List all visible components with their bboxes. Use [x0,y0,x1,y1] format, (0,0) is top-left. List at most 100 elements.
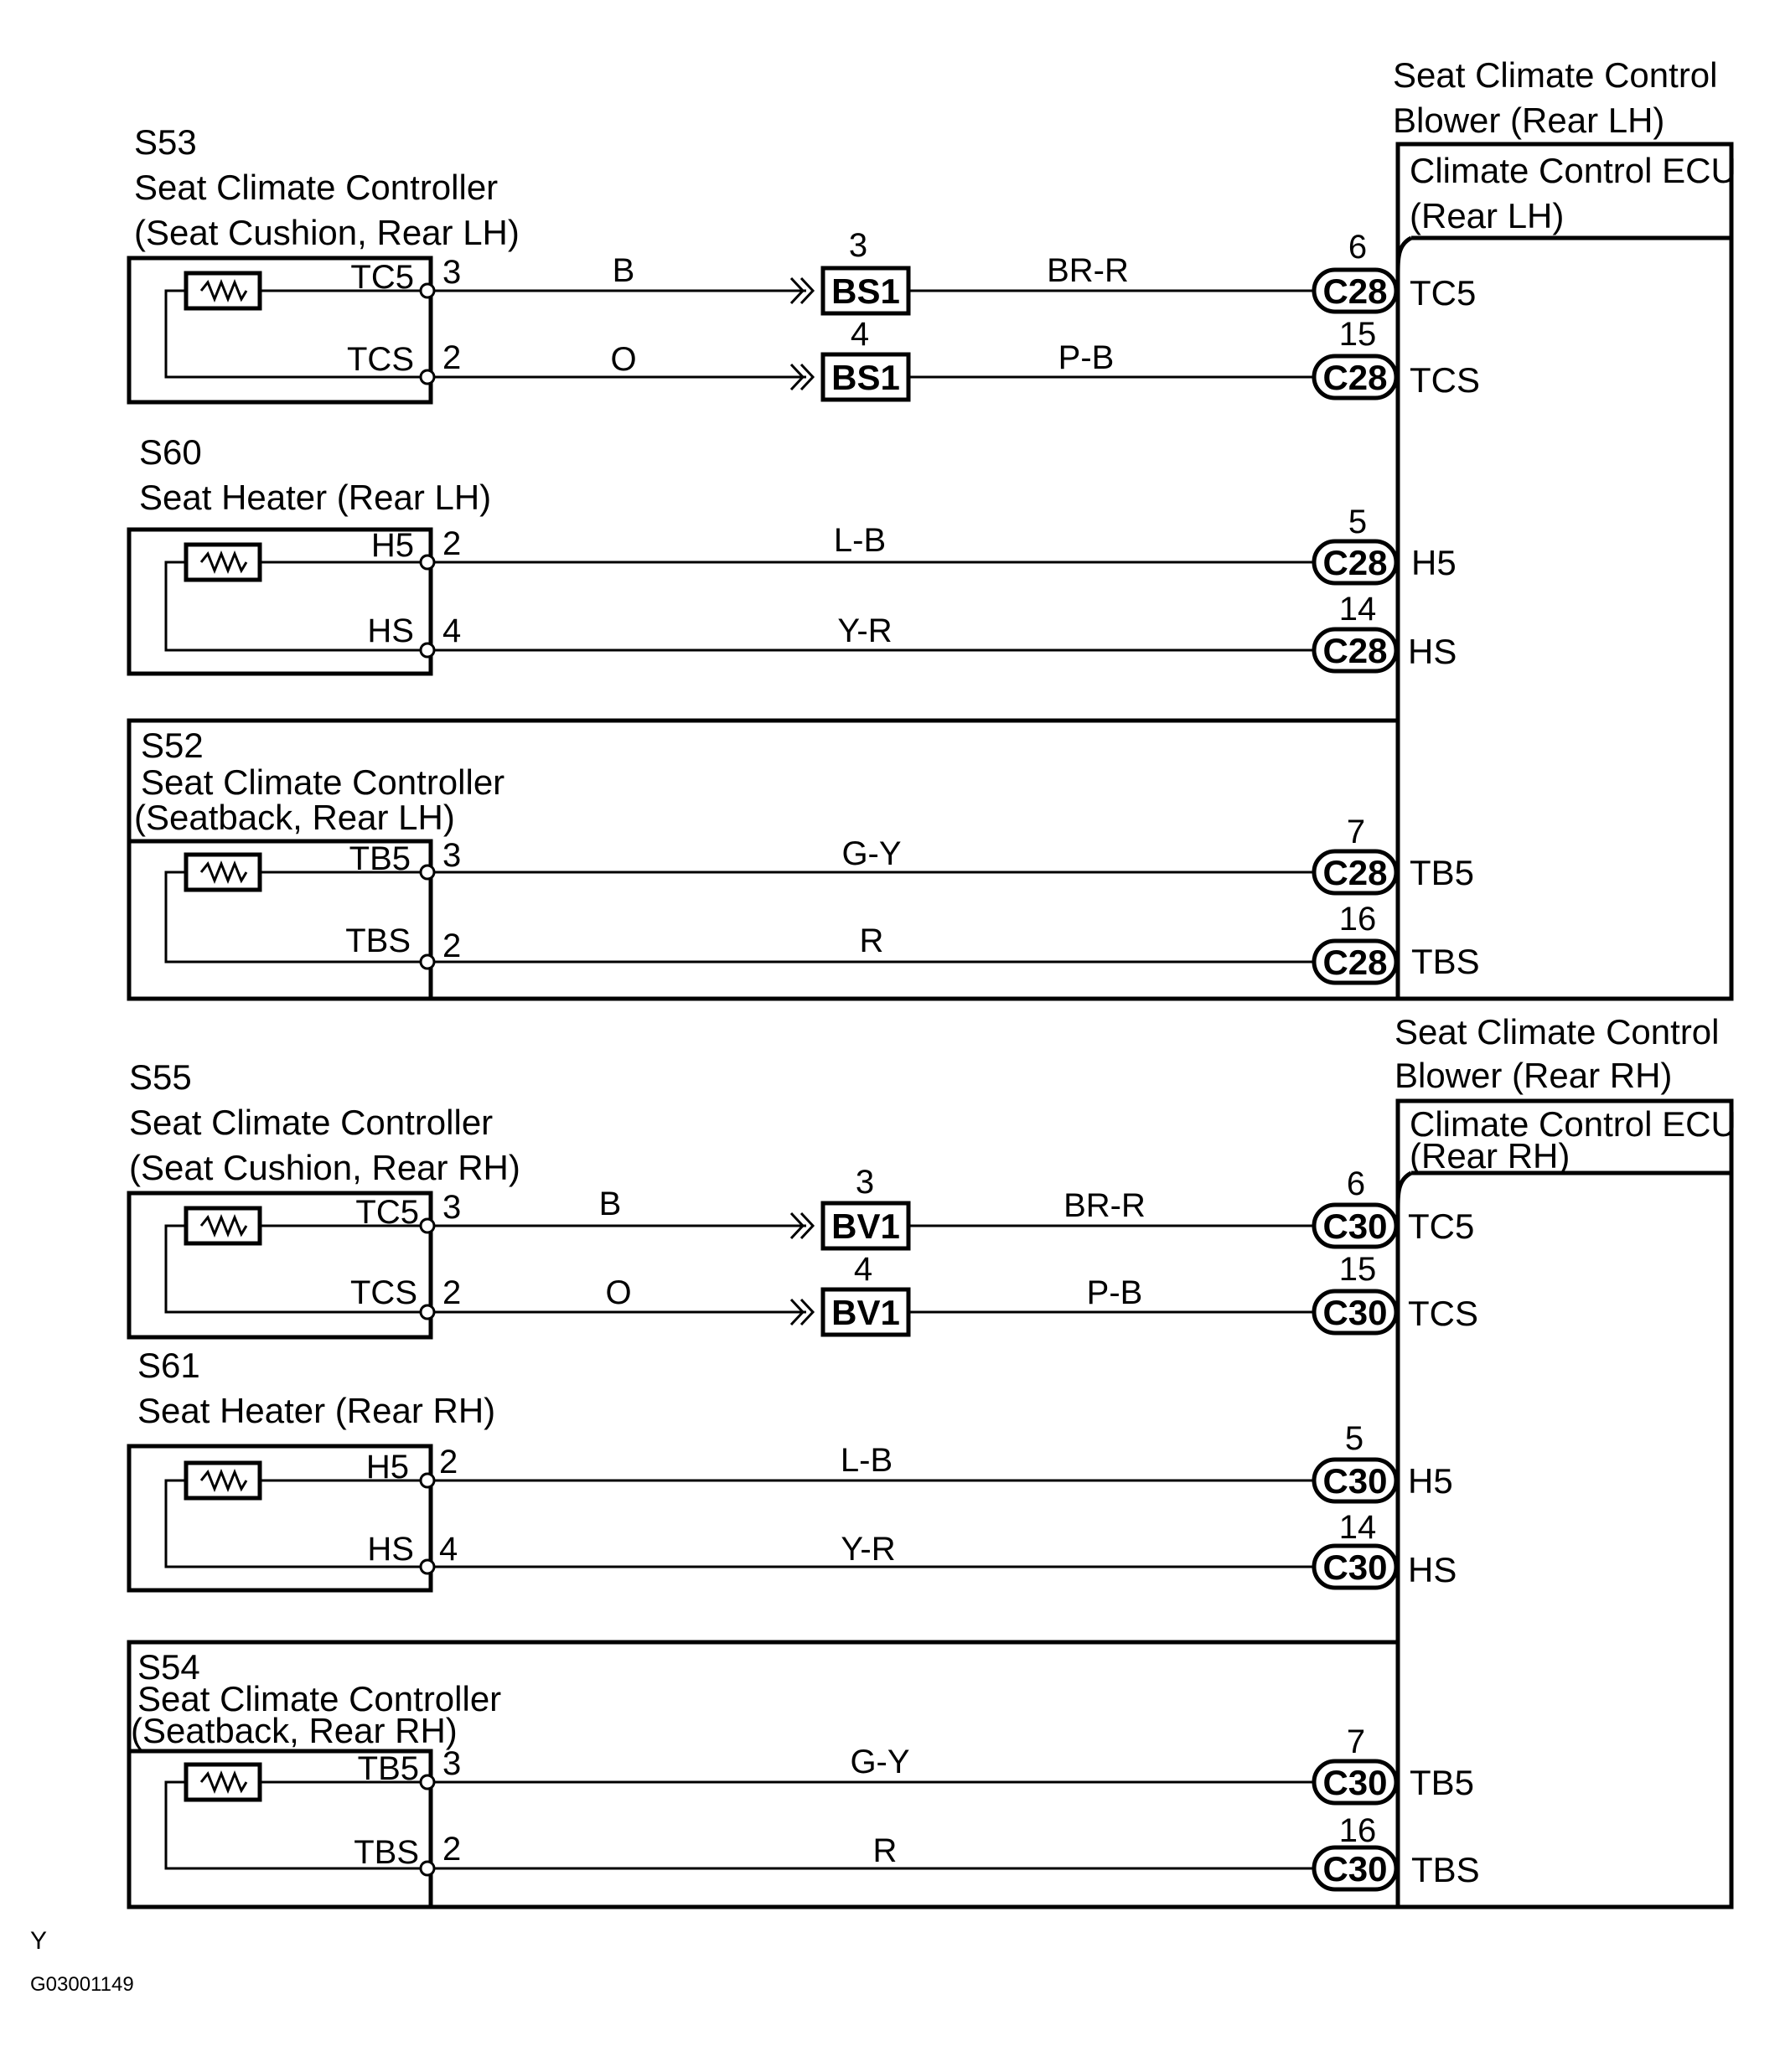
connector-pin: 7 [1347,814,1365,850]
plug-chevron-icon [789,1298,805,1326]
internal-loop [164,289,427,379]
component-box [127,1191,433,1340]
component-id: S60 [139,432,202,472]
resistor-zigzag-icon [199,1770,248,1795]
component-name-1: Seat Heater (Rear RH) [137,1391,495,1430]
component-name-1: Seat Heater (Rear LH) [139,478,491,517]
wire-color: O [605,1274,631,1311]
ecu-label-lh-2: (Rear LH) [1410,196,1564,235]
connector-pill [1312,1202,1399,1249]
component-id: S52 [141,726,204,765]
connector-label: C28 [1322,631,1387,670]
plug-chevron-icon [799,276,815,305]
plug-chevron-icon [799,363,815,391]
wire-color: P-B [1087,1274,1143,1311]
component-name-1: Seat Climate Controller [137,1679,501,1718]
connector-label: C28 [1322,943,1387,982]
wire-color: B [613,252,635,289]
pin-number: 3 [442,1745,461,1782]
connector-label: C30 [1322,1763,1387,1802]
pin-number: 2 [442,525,461,562]
connector-pill [1312,849,1399,896]
connector-pin: 16 [1339,901,1377,938]
component-name-1: Seat Climate Controller [129,1103,493,1142]
internal-loop [164,1479,427,1568]
connector-pin: 16 [1339,1812,1377,1849]
ecu-terminal: H5 [1408,1461,1453,1501]
resistor-icon [184,852,262,892]
section-rear-lh: Seat Climate Control Blower (Rear LH) Cl… [127,55,1736,1001]
component-id: S61 [137,1346,200,1385]
plug-chevron-icon [789,1212,805,1240]
connector-pin: 6 [1348,229,1367,266]
resistor-icon [184,1762,262,1802]
pin-number: 3 [442,1189,461,1226]
connector-pill [1312,1543,1399,1590]
figure-id: G03001149 [30,1973,134,1996]
ecu-terminal: TC5 [1410,273,1476,313]
connector-pin: 6 [1347,1165,1365,1202]
blower-box-lh [1395,142,1734,1001]
connector-label: C28 [1322,543,1387,582]
component-name-2: (Seatback, Rear LH) [134,798,455,837]
resistor-icon [184,542,262,582]
terminal-label: TCS [347,341,414,378]
pin-circle [419,953,436,970]
pin-circle [419,1472,436,1489]
connector-pill [1312,354,1399,400]
plug-chevron-icon [799,1298,815,1326]
connector-pin: 14 [1339,1509,1377,1546]
internal-loop [164,1224,427,1314]
component-s60: S60 Seat Heater (Rear LH) H5 2 L-B C28 5… [127,432,1457,676]
pin-circle [419,1304,436,1320]
junction-pin: 3 [856,1164,874,1201]
internal-loop [164,1780,427,1870]
pin-circle [419,1774,436,1790]
terminal-label: TBS [354,1834,419,1871]
ecu-corner-lh [1395,235,1413,277]
ecu-terminal: TBS [1411,1850,1480,1889]
pin-number: 4 [442,612,461,649]
ecu-label-rh-1: Climate Control ECU [1410,1104,1736,1144]
ecu-terminal: TCS [1410,360,1480,400]
terminal-label: TB5 [349,840,411,877]
pin-circle [419,282,436,299]
connector-pin: 5 [1345,1420,1363,1457]
blower-label-lh-1: Seat Climate Control [1393,55,1718,95]
ecu-label-lh-1: Climate Control ECU [1410,151,1736,190]
section-rear-rh: Seat Climate Control Blower (Rear RH) Cl… [127,1012,1736,1909]
resistor-zigzag-icon [199,1468,248,1493]
connector-pill [1312,1845,1399,1892]
pin-number: 2 [439,1444,458,1480]
wire-color: R [873,1832,898,1869]
footer-mark: Y [30,1927,47,1955]
wire-color: O [610,341,636,378]
connector-pin: 5 [1348,504,1367,540]
junction-pin: 4 [854,1251,872,1288]
resistor-zigzag-icon [199,860,248,885]
pin-number: 2 [442,1831,461,1868]
connector-pill [1312,938,1399,985]
component-box [127,1444,433,1593]
ecu-corner-rh [1395,1170,1413,1212]
component-s61: S61 Seat Heater (Rear RH) H5 2 L-B C30 5… [127,1346,1457,1593]
connector-label: C30 [1322,1207,1387,1246]
pin-circle [419,642,436,659]
connector-label: C28 [1322,358,1387,397]
ecu-terminal: H5 [1411,543,1457,582]
wire-color: Y-R [837,612,892,649]
wire-color: BR-R [1047,252,1129,289]
resistor-zigzag-icon [199,278,248,303]
junction-pin: 4 [851,316,869,353]
pin-circle [419,554,436,571]
resistor-zigzag-icon [199,1213,248,1238]
plug-chevron-icon [789,276,805,305]
terminal-label: H5 [371,527,414,564]
component-name-1: Seat Climate Controller [134,168,498,207]
component-id: S54 [137,1647,200,1687]
ecu-terminal: TB5 [1410,1763,1474,1802]
component-box [129,1749,433,1907]
wire-color: P-B [1058,339,1115,376]
blower-box-rh [1395,1098,1734,1909]
pin-number: 3 [442,254,461,291]
